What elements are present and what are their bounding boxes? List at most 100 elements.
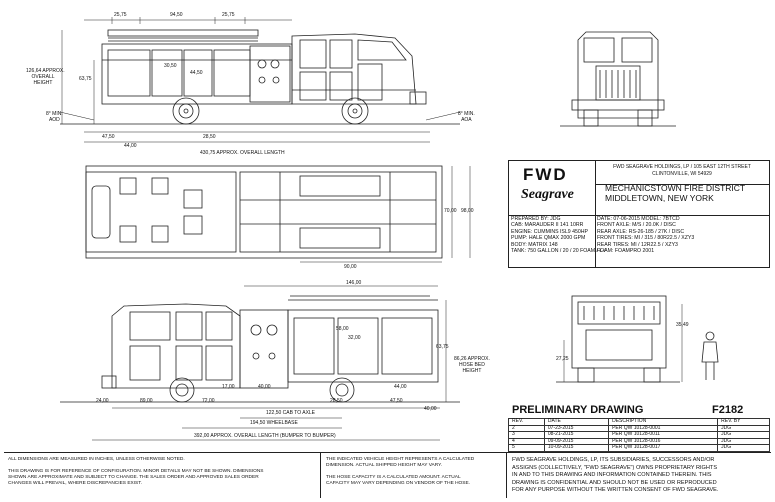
dim-label: 89,00 — [140, 398, 153, 404]
dim-label: 28,50 — [203, 134, 216, 140]
drawing-number: F2182 — [712, 404, 744, 416]
table-row: 5 10-09-2015 PER QW 10128-0017 JDG — [508, 444, 770, 452]
spec-line: CAB: MARAUDER II 141 10RR — [511, 222, 584, 229]
dim-line: HOSE BED — [459, 362, 485, 368]
note-line: THIS DRAWING IS FOR REFERENCE OF CONFIGU… — [8, 469, 264, 474]
note-line: IN AND TO THIS DRAWING AND INFORMATION C… — [512, 472, 712, 479]
dim-label: 70,00 — [444, 208, 457, 214]
footer-divider-v1 — [320, 452, 321, 498]
dim-label: 44,00 — [124, 143, 137, 149]
spec-divider — [509, 215, 769, 216]
dim-line: 8° MIN. — [458, 111, 475, 117]
dim-label: 58,00 — [336, 326, 349, 332]
spec-line: REAR AXLE: RS-26-185 / 27K / DISC — [597, 228, 685, 235]
notes-right: FWD SEAGRAVE HOLDINGS, LP, ITS SUBSIDIAR… — [512, 457, 718, 495]
spec-column-divider — [595, 215, 596, 267]
dim-label: 40,00 — [258, 384, 271, 390]
dim-label: 63,75 — [436, 344, 449, 350]
note-line: ALL DIMENSIONS ARE MEASURED IN INCHES, U… — [8, 457, 185, 462]
spec-line: BODY: MATRIX 148 — [511, 241, 558, 248]
dim-label: 98,00 — [461, 208, 474, 214]
table-cell: JDG — [717, 444, 770, 452]
logo-cell: FWD Seagrave — [509, 161, 596, 215]
note-line: DRAWING IS CONFIDENTIAL AND SHOULD NOT B… — [512, 479, 717, 486]
preliminary-drawing-title: PRELIMINARY DRAWING — [512, 404, 644, 416]
table-cell: 5 — [508, 444, 545, 452]
dim-label: 72,00 — [202, 398, 215, 404]
hose-bed-height-label: 86,26 APPROX. HOSE BED HEIGHT — [454, 356, 490, 374]
dim-line: 86,26 APPROX. — [454, 356, 490, 362]
address-line: FWD SEAGRAVE HOLDINGS, LP / 105 EAST 12T… — [613, 164, 751, 170]
dim-label: 90,00 — [344, 264, 357, 270]
note-line: DIMENSION. ACTUAL SHIPPED HEIGHT MAY VAR… — [326, 463, 443, 468]
dim-label: 27,25 — [556, 356, 569, 362]
spec-line: FOAM: FOAMPRO 2001 — [597, 248, 655, 255]
front-view — [560, 31, 676, 127]
customer-line: MECHANICSTOWN FIRE DISTRICT — [605, 183, 746, 193]
dim-label: 28,50 — [330, 398, 343, 404]
footer-divider-v2 — [506, 452, 507, 498]
dim-label: 17,00 — [222, 384, 235, 390]
dim-label: 47,50 — [390, 398, 403, 404]
aoa-label: 8° MIN. AOA — [458, 111, 475, 123]
spec-line: REAR TIRES: MI / 12R22.5 / XZY3 — [597, 241, 678, 248]
spec-line: DATE: 07-06-2015 MODEL: 7BTCD — [597, 216, 680, 222]
notes-left: ALL DIMENSIONS ARE MEASURED IN INCHES, U… — [8, 457, 264, 487]
dim-line: OVERALL — [31, 74, 55, 80]
customer-line: MIDDLETOWN, NEW YORK — [605, 193, 714, 203]
spec-line: FRONT TIRES: MI / 315 / 80R22.5 / XZY3 — [597, 235, 695, 242]
dim-label: 47,50 — [102, 134, 115, 140]
notes-middle: THE INDICATED VEHICLE HEIGHT REPRESENTS … — [326, 457, 474, 487]
spec-left: PREPARED BY: JDG CAB: MARAUDER II 141 10… — [511, 216, 605, 254]
customer-name: MECHANICSTOWN FIRE DISTRICT MIDDLETOWN, … — [605, 183, 745, 203]
plan-view — [85, 165, 471, 263]
note-line: ASSIGNS (COLLECTIVELY, "FWD SEAGRAVE") O… — [512, 464, 718, 471]
note-line: THE HOSE CAPACITY IS A CALCULATED AMOUNT… — [326, 475, 461, 480]
dim-line: HEIGHT — [33, 80, 53, 86]
dim-label: 35,49 — [676, 322, 689, 328]
dim-line: 8° MIN. — [46, 111, 63, 117]
cab-to-axle-label: 122,50 CAB TO AXLE — [266, 410, 316, 416]
dim-label: 44,00 — [394, 384, 407, 390]
note-line: FWD SEAGRAVE HOLDINGS, LP, ITS SUBSIDIAR… — [512, 457, 715, 463]
revision-table: REV. DATE DESCRIPTION REV. BY 2 07-23-20… — [508, 418, 770, 452]
dim-line: AOD — [48, 117, 60, 123]
dim-label: 32,00 — [348, 335, 361, 341]
dim-label: 94,50 — [170, 12, 183, 18]
spec-line: PUMP: HALE QMAX 2000 GPM — [511, 235, 586, 242]
table-cell: PER QW 10128-0017 — [608, 444, 719, 452]
seagrave-logo: Seagrave — [521, 187, 574, 202]
note-line: CAPACITY MAY VARY DEPENDING ON VENDOR OF… — [326, 481, 471, 486]
dim-label: 30,50 — [164, 63, 177, 69]
dim-line: HEIGHT — [462, 368, 482, 374]
note-line: SHOWN ARE APPROXIMATE AND SUBJECT TO CHA… — [8, 475, 259, 480]
dim-label: 24,00 — [96, 398, 109, 404]
company-address: FWD SEAGRAVE HOLDINGS, LP / 105 EAST 12T… — [595, 161, 769, 185]
address-line: CLINTONVILLE, WI 54929 — [652, 171, 712, 177]
spec-right: DATE: 07-06-2015 MODEL: 7BTCD FRONT AXLE… — [597, 216, 694, 254]
note-line: FOR ANY PURPOSE WITHOUT THE WRITTEN CONS… — [512, 487, 719, 494]
dim-label: 25,75 — [114, 12, 127, 18]
dim-line: AOA — [461, 117, 472, 123]
footer-divider — [4, 452, 771, 499]
spec-line: PREPARED BY: JDG — [511, 216, 561, 222]
overall-height-label: 126,64 APPROX. OVERALL HEIGHT — [26, 68, 65, 86]
dim-label: 40,00 — [424, 406, 437, 412]
fwd-logo: FWD — [523, 165, 568, 184]
aod-label: 8° MIN. AOD — [46, 111, 63, 123]
note-line: CHANGES WILL PREVAIL, WHERE DISCREPANCIE… — [8, 481, 142, 486]
title-block: FWD Seagrave FWD SEAGRAVE HOLDINGS, LP /… — [508, 160, 770, 268]
rear-view — [556, 295, 719, 383]
dim-label: 25,75 — [222, 12, 235, 18]
overall-length-label: 430,75 APPROX. OVERALL LENGTH — [200, 150, 285, 156]
spec-line: ENGINE: CUMMINS ISL9 450HP — [511, 228, 588, 235]
dim-label: 63,75 — [79, 76, 92, 82]
dim-line: 126,64 APPROX. — [26, 68, 65, 74]
bumper-to-bumper-label: 392,00 APPROX. OVERALL LENGTH (BUMPER TO… — [194, 433, 336, 439]
officer-side-view — [60, 285, 460, 441]
dim-label: 44,50 — [190, 70, 203, 76]
spec-line: TANK: 750 GALLON / 20 / 20 FOAM / L-/ — [511, 248, 606, 255]
dim-label: 146,00 — [346, 280, 362, 286]
spec-line: FRONT AXLE: M/S / 20.0K / DISC — [597, 222, 676, 229]
